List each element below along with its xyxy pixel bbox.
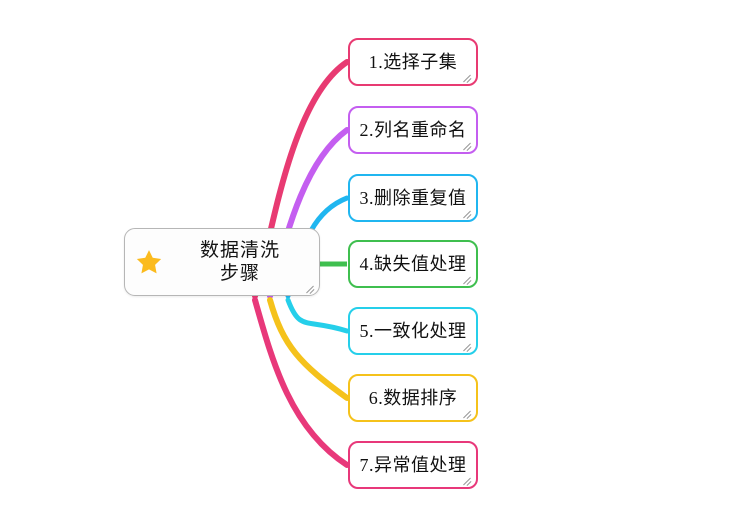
branch-node-2[interactable]: 2.列名重命名 [348, 106, 478, 154]
branch-label-5: 5.一致化处理 [359, 321, 467, 341]
branch-node-7[interactable]: 7.异常值处理 [348, 441, 478, 489]
resize-grip-icon[interactable] [461, 206, 472, 219]
connector-branch-5 [285, 297, 350, 334]
branch-label-4: 4.缺失值处理 [359, 254, 467, 274]
center-line-1: 数据清洗 [199, 239, 280, 261]
center-line-2: 步骤 [219, 263, 260, 284]
branch-node-4[interactable]: 4.缺失值处理 [348, 240, 478, 288]
resize-grip-icon[interactable] [461, 339, 472, 352]
star-icon [136, 250, 162, 274]
resize-grip-icon[interactable] [461, 70, 472, 83]
resize-grip-icon[interactable] [461, 272, 472, 285]
connector-branch-6 [267, 297, 350, 401]
center-text: 数据清洗 步骤 [167, 239, 319, 285]
branch-label-1: 1.选择子集 [368, 52, 458, 72]
resize-grip-icon[interactable] [461, 406, 472, 419]
branch-label-7: 7.异常值处理 [359, 455, 467, 475]
connector-branch-7 [252, 297, 350, 468]
branch-node-1[interactable]: 1.选择子集 [348, 38, 478, 86]
branch-label-2: 2.列名重命名 [359, 120, 467, 140]
branch-label-3: 3.删除重复值 [359, 188, 467, 208]
resize-grip-icon[interactable] [304, 281, 315, 294]
branch-label-6: 6.数据排序 [368, 388, 458, 408]
branch-node-5[interactable]: 5.一致化处理 [348, 307, 478, 355]
branch-node-6[interactable]: 6.数据排序 [348, 374, 478, 422]
branch-node-3[interactable]: 3.删除重复值 [348, 174, 478, 222]
resize-grip-icon[interactable] [461, 138, 472, 151]
resize-grip-icon[interactable] [461, 473, 472, 486]
center-node[interactable]: 数据清洗 步骤 [124, 228, 320, 296]
